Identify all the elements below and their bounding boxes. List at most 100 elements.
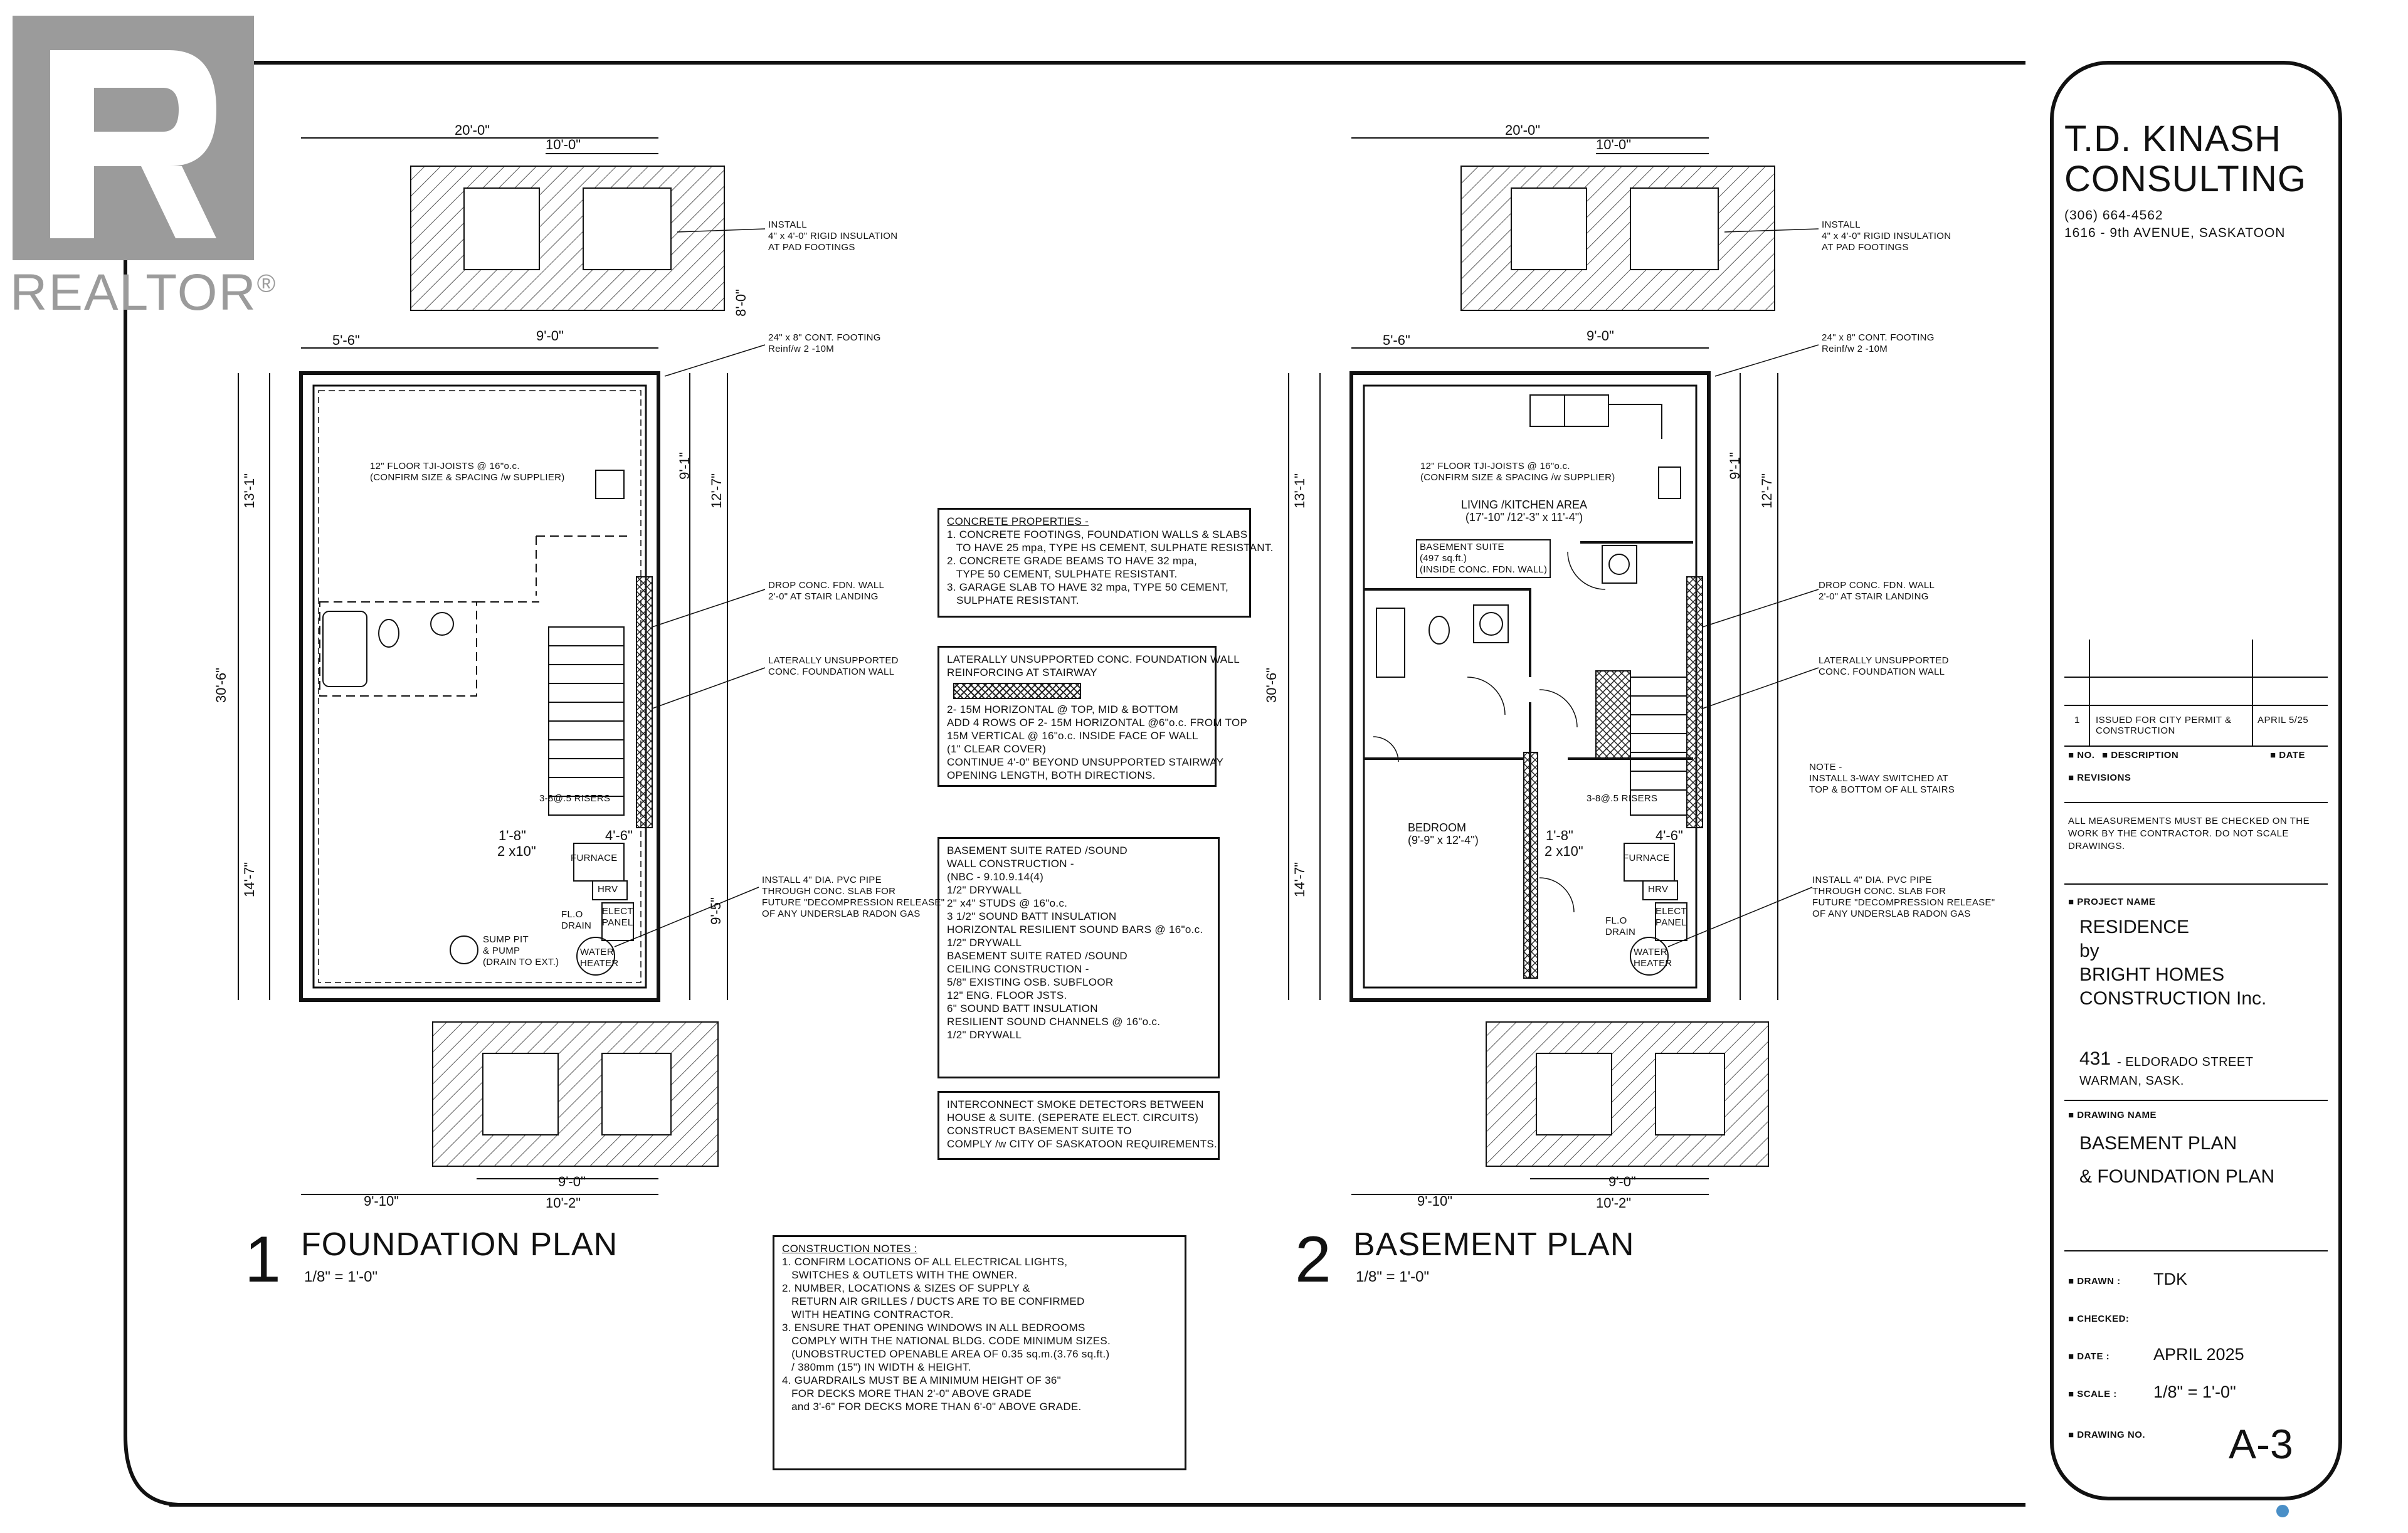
dim-9-0-bottom: 9'-0" — [558, 1174, 586, 1189]
firm-phone: (306) 664-4562 — [2064, 208, 2163, 223]
smoke-line: CONSTRUCT BASEMENT SUITE TO — [947, 1125, 1132, 1137]
project-name-label: ■ PROJECT NAME — [2068, 897, 2156, 907]
sound-line: WALL CONSTRUCTION - — [947, 858, 1074, 870]
sound-line: 5/8" EXISTING OSB. SUBFLOOR — [947, 976, 1114, 988]
drawing-number: A-3 — [2229, 1421, 2293, 1467]
scale-label-text: SCALE — [2077, 1389, 2111, 1399]
col-desc-label: ■ DESCRIPTION — [2102, 750, 2179, 761]
stairway-heading-2: REINFORCING AT STAIRWAY — [947, 666, 1097, 678]
sheet-border — [169, 61, 2025, 1507]
elect-panel-label: ELECT. PANEL — [602, 906, 635, 928]
drawn-value: TDK — [2153, 1270, 2187, 1288]
dim-9-10-2: 9'-10" — [1417, 1193, 1453, 1209]
dim-5-6-2: 5'-6" — [1383, 332, 1410, 348]
construction-line: (UNOBSTRUCTED OPENABLE AREA OF 0.35 sq.m… — [782, 1348, 1110, 1360]
radon-annotation-2: INSTALL 4" DIA. PVC PIPE THROUGH CONC. S… — [1812, 875, 1995, 919]
project-line-4: CONSTRUCTION Inc. — [2079, 988, 2267, 1009]
firm-line-2: CONSULTING — [2064, 159, 2306, 199]
stairway-line: OPENING LENGTH, BOTH DIRECTIONS. — [947, 769, 1156, 781]
construction-line: SWITCHES & OUTLETS WITH THE OWNER. — [782, 1269, 1018, 1281]
realtor-brand: REALTOR — [10, 264, 257, 321]
drawing-no-label: ■ DRAWING NO. — [2068, 1430, 2146, 1440]
disclaimer: ALL MEASUREMENTS MUST BE CHECKED ON THE … — [2068, 816, 2310, 851]
concrete-heading: CONCRETE PROPERTIES - — [947, 515, 1089, 527]
concrete-properties-note: CONCRETE PROPERTIES - 1. CONCRETE FOOTIN… — [937, 508, 1274, 618]
joists-annotation-2: 12" FLOOR TJI-JOISTS @ 16"o.c. (CONFIRM … — [1420, 461, 1615, 483]
construction-line: WITH HEATING CONTRACTOR. — [782, 1309, 954, 1320]
smoke-detector-note: INTERCONNECT SMOKE DETECTORS BETWEEN HOU… — [937, 1091, 1220, 1160]
revisions-text: REVISIONS — [2077, 772, 2131, 783]
dim-9-0: 9'-0" — [536, 328, 564, 344]
foundation-plan-title: FOUNDATION PLAN — [301, 1226, 618, 1263]
concrete-line: TO HAVE 25 mpa, TYPE HS CEMENT, SULPHATE… — [947, 542, 1274, 554]
elect-panel-label-2: ELECT. PANEL — [1656, 906, 1689, 928]
sound-line: BASEMENT SUITE RATED /SOUND — [947, 950, 1128, 962]
drop-wall-annotation-2: DROP CONC. FDN. WALL 2'-0" AT STAIR LAND… — [1819, 580, 1935, 602]
suite-area-label: BASEMENT SUITE (497 sq.ft.) (INSIDE CONC… — [1416, 539, 1551, 578]
dim-width-10: 10'-0" — [546, 137, 581, 152]
col-desc-text: DESCRIPTION — [2111, 750, 2179, 761]
corner-marker — [2276, 1505, 2289, 1517]
dim-1-8: 1'-8" — [499, 828, 526, 843]
foundation-plan-drawing — [238, 137, 766, 1195]
stairway-heading: LATERALLY UNSUPPORTED CONC. FOUNDATION W… — [947, 653, 1240, 665]
stairway-line: ADD 4 ROWS OF 2- 15M HORIZONTAL @6"o.c. … — [947, 717, 1248, 729]
dim-5-6: 5'-6" — [332, 332, 360, 348]
furnace-label: FURNACE — [571, 853, 618, 863]
checked-label: ■ CHECKED: — [2068, 1314, 2130, 1324]
dim-overall-width-2: 20'-0" — [1505, 122, 1541, 138]
firm-line-1: T.D. KINASH — [2064, 119, 2282, 159]
firm-address: 1616 - 9th AVENUE, SASKATOON — [2064, 226, 2286, 240]
sound-line: 6" SOUND BATT INSULATION — [947, 1003, 1098, 1014]
stairway-line: (1" CLEAR COVER) — [947, 743, 1047, 755]
dim-9-10: 9'-10" — [364, 1193, 399, 1209]
stairway-line: CONTINUE 4'-0" BEYOND UNSUPPORTED STAIRW… — [947, 756, 1224, 768]
dim-overall-depth: 30'-6" — [213, 667, 230, 703]
reinforcing-symbol — [953, 683, 1081, 699]
basement-plan-scale: 1/8" = 1'-0" — [1356, 1268, 1430, 1285]
col-date-text: DATE — [2279, 750, 2305, 761]
dim-14-7: 14'-7" — [241, 861, 258, 898]
bedroom-label: BEDROOM (9'-9" x 12'-4") — [1408, 821, 1479, 846]
hrv-label-2: HRV — [1648, 884, 1669, 895]
sound-line: BASEMENT SUITE RATED /SOUND — [947, 845, 1128, 856]
risers-label: 3-8@.5 RISERS — [539, 793, 611, 804]
drawing-name-line-2: & FOUNDATION PLAN — [2079, 1166, 2275, 1187]
dim-9-5: 9'-5" — [707, 897, 724, 925]
sound-line: 1/2" DRYWALL — [947, 884, 1022, 896]
floor-drain-label: FL.O DRAIN — [561, 909, 592, 931]
furnace-label-2: FURNACE — [1623, 853, 1670, 863]
dim-width-10-2: 10'-0" — [1596, 137, 1632, 152]
revision-number: 1 — [2074, 715, 2080, 725]
drawing-no-label-text: DRAWING NO. — [2077, 1430, 2146, 1440]
title-block-frame — [2050, 61, 2342, 1500]
drawing-name-label-text: DRAWING NAME — [2077, 1110, 2157, 1120]
dim-1-8-2: 1'-8" — [1546, 828, 1573, 843]
realtor-wordmark: REALTOR® — [10, 263, 277, 322]
sound-line: 2" x4" STUDS @ 16"o.c. — [947, 897, 1068, 909]
dim-12-7: 12'-7" — [709, 473, 725, 509]
three-way-note: NOTE - INSTALL 3-WAY SWITCHED AT TOP & B… — [1809, 762, 1955, 795]
address-number: 431 — [2079, 1048, 2111, 1069]
revision-date: APRIL 5/25 — [2258, 715, 2309, 725]
dim-4-6-2: 4'-6" — [1656, 828, 1683, 843]
dim-2x10: 2 x10" — [497, 843, 536, 859]
footing-annotation-2: 24" x 8" CONT. FOOTING Reinf/w 2 -10M — [1822, 332, 1935, 354]
concrete-line: TYPE 50 CEMENT, SULPHATE RESISTANT. — [947, 568, 1178, 580]
basement-plan-title: BASEMENT PLAN — [1353, 1226, 1635, 1263]
address-city: WARMAN, SASK. — [2079, 1074, 2184, 1088]
construction-line: FOR DECKS MORE THAN 2'-0" ABOVE GRADE — [782, 1388, 1032, 1399]
dim-4-6: 4'-6" — [605, 828, 633, 843]
stairway-reinforcing-note: LATERALLY UNSUPPORTED CONC. FOUNDATION W… — [937, 646, 1248, 787]
date-value: APRIL 2025 — [2153, 1345, 2244, 1364]
dim-8-0: 8'-0" — [732, 289, 749, 317]
revisions-label: ■ REVISIONS — [2068, 772, 2131, 783]
unsupported-wall-annotation: LATERALLY UNSUPPORTED CONC. FOUNDATION W… — [768, 655, 899, 677]
water-heater-label-2: WATER HEATER — [1634, 947, 1672, 969]
dim-12-7-2: 12'-7" — [1759, 473, 1775, 509]
sound-line: HORIZONTAL RESILIENT SOUND BARS @ 16"o.c… — [947, 924, 1203, 935]
dim-9-0-2: 9'-0" — [1587, 328, 1614, 344]
footing-annotation: 24" x 8" CONT. FOOTING Reinf/w 2 -10M — [768, 332, 881, 354]
construction-line: 1. CONFIRM LOCATIONS OF ALL ELECTRICAL L… — [782, 1256, 1068, 1268]
